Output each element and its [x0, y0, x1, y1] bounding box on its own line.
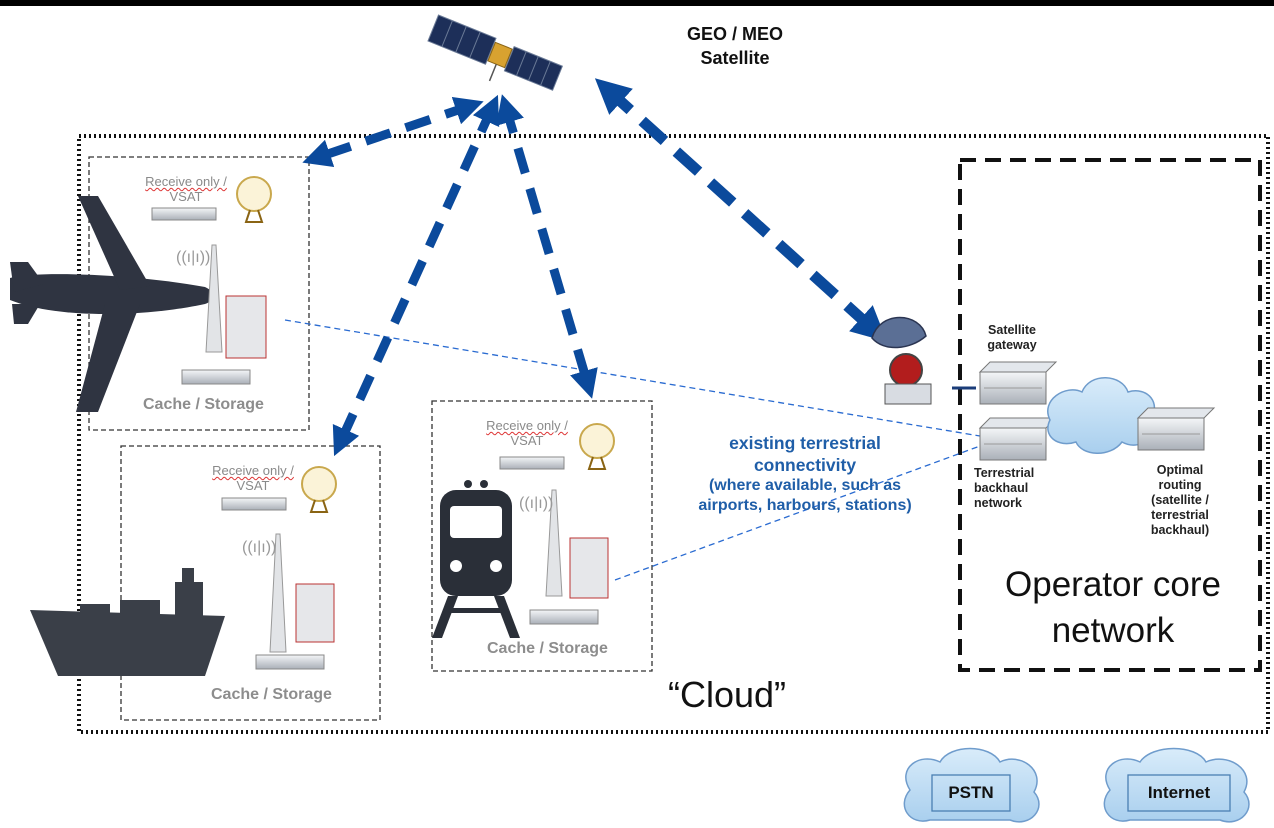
terrestrial-note-line1: existing terrestrial — [729, 433, 881, 453]
internet-label: Internet — [1147, 783, 1211, 802]
internet-cloud — [1103, 747, 1250, 823]
train-icon — [432, 480, 520, 638]
train-receive-line2: VSAT — [510, 433, 544, 448]
cloud-boundary — [77, 134, 1270, 734]
terrestrial-note-line4: airports, harbours, stations) — [698, 497, 912, 514]
satellite-gateway-label: Satellite gateway — [976, 323, 1048, 353]
optimal-routing-label: Optimal routing (satellite / terrestrial… — [1134, 463, 1226, 538]
satellite-link-gateway — [594, 78, 888, 342]
satellite-link-ship — [332, 94, 500, 457]
terrestrial-note-line2: connectivity — [753, 455, 857, 475]
ship-receive-label: Receive only / VSAT — [193, 463, 313, 493]
terrestrial-connectivity-note: existing terrestrial connectivity (where… — [640, 432, 970, 516]
train-cache-label: Cache / Storage — [487, 640, 608, 657]
satellite-label: GEO / MEO Satellite — [640, 22, 830, 70]
aircraft-icon — [10, 196, 214, 412]
terrestrial-note-line3: (where available, such as — [708, 477, 902, 494]
optimal-routing-server — [1136, 407, 1216, 451]
satellite-label-line1: GEO / MEO — [686, 24, 783, 44]
routing-line2: routing — [1158, 478, 1202, 492]
train-receive-line1: Receive only / — [486, 418, 568, 433]
terrestrial-link-train — [614, 445, 981, 581]
top-bar — [0, 0, 1274, 6]
ship-site-box — [120, 445, 381, 721]
ship-equipment: ((ı|ı)) — [221, 466, 337, 670]
pstn-cloud — [903, 747, 1040, 823]
satellite-label-line2: Satellite — [700, 48, 770, 68]
pstn-box — [931, 774, 1011, 812]
ship-receive-line1: Receive only / — [212, 463, 294, 478]
operator-core-line1: Operator core — [1005, 565, 1221, 604]
operator-core-line2: network — [1051, 611, 1175, 650]
ship-icon — [30, 568, 225, 676]
cloud-label: “Cloud” — [668, 674, 787, 715]
satellite-icon — [427, 14, 564, 91]
gateway-dish-icon — [871, 316, 932, 405]
svg-text:((ı|ı)): ((ı|ı)) — [176, 249, 210, 266]
routing-line1: Optimal — [1156, 463, 1204, 477]
aircraft-cache-label: Cache / Storage — [143, 396, 264, 413]
backhaul-line1: Terrestrial — [974, 466, 1035, 480]
satellite-link-aircraft — [302, 96, 484, 168]
aircraft-receive-line1: Receive only / — [145, 174, 227, 189]
aircraft-equipment: ((ı|ı)) — [151, 176, 272, 385]
routing-line3: (satellite / — [1151, 493, 1209, 507]
terrestrial-backhaul-server — [978, 417, 1058, 461]
operator-core-label: Operator core network — [968, 562, 1258, 654]
svg-text:((ı|ı)): ((ı|ı)) — [519, 495, 553, 512]
svg-text:((ı|ı)): ((ı|ı)) — [242, 539, 276, 556]
train-site-box — [431, 400, 653, 672]
backhaul-line2: backhaul — [974, 481, 1029, 495]
ship-cache-label: Cache / Storage — [211, 686, 332, 703]
terrestrial-link-aircraft — [284, 319, 981, 437]
satellite-gateway-line1: Satellite — [988, 323, 1036, 337]
operator-core-boundary — [958, 158, 1262, 672]
routing-line5: backhaul) — [1150, 523, 1210, 537]
ship-receive-line2: VSAT — [236, 478, 270, 493]
satellite-gateway-server — [978, 361, 1058, 405]
satellite-gateway-line2: gateway — [987, 338, 1037, 352]
internet-box — [1127, 774, 1231, 812]
aircraft-receive-line2: VSAT — [169, 189, 203, 204]
satellite-link-train — [496, 94, 598, 399]
train-equipment: ((ı|ı)) — [499, 423, 615, 625]
routing-line4: terrestrial — [1151, 508, 1209, 522]
terrestrial-backhaul-label: Terrestrial backhaul network — [974, 466, 1040, 511]
pstn-label: PSTN — [948, 783, 994, 802]
aircraft-receive-label: Receive only / VSAT — [126, 174, 246, 204]
backhaul-line3: network — [974, 496, 1022, 510]
train-receive-label: Receive only / VSAT — [467, 418, 587, 448]
